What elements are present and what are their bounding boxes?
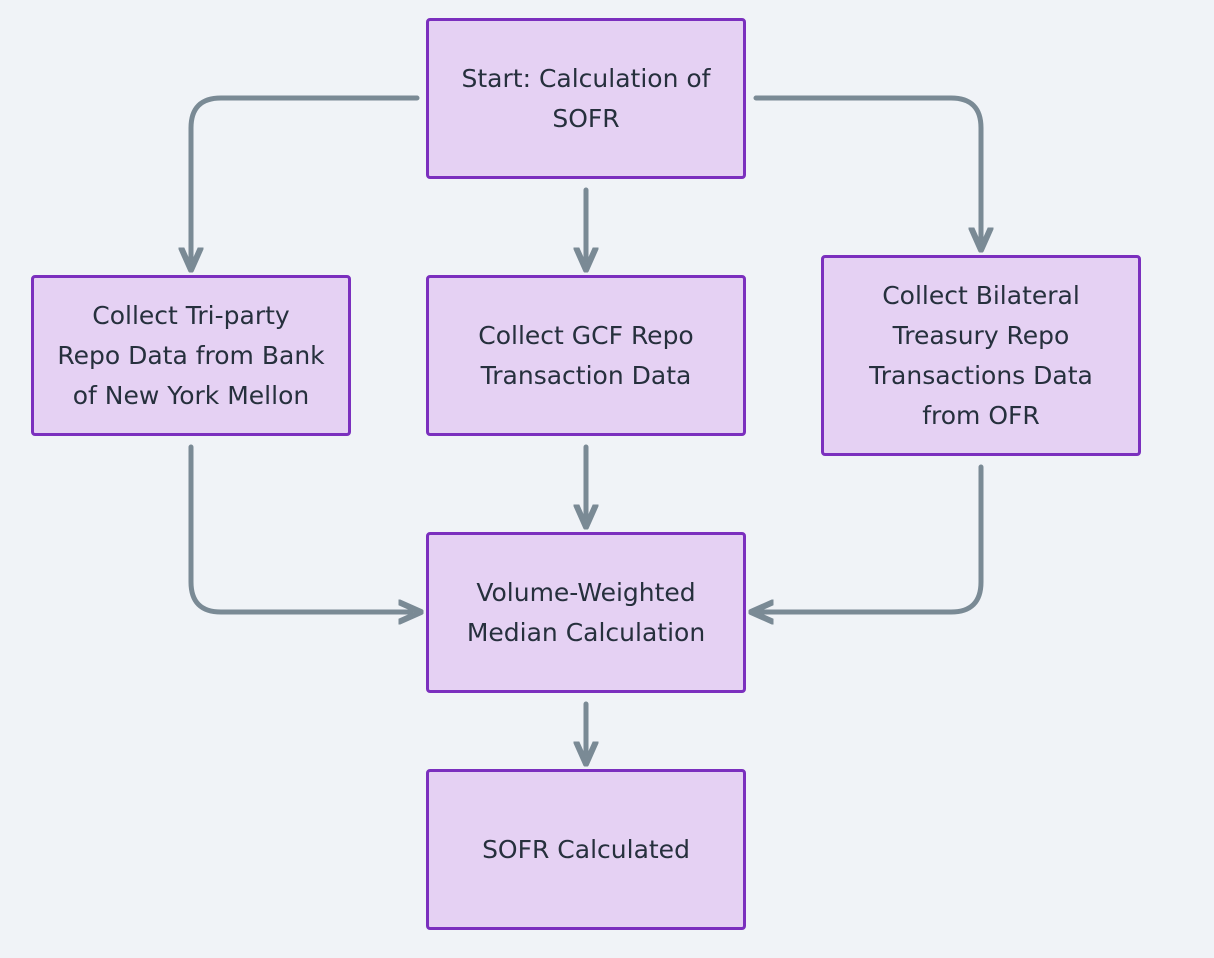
edge-tri-to-vwm xyxy=(188,444,411,612)
node-label: Collect Tri-party Repo Data from Bank of… xyxy=(57,300,325,410)
node-label: Collect Bilateral Treasury Repo Transact… xyxy=(869,280,1093,430)
node-volume-weighted-median: Volume-Weighted Median Calculation xyxy=(426,532,746,693)
node-label: Start: Calculation of SOFR xyxy=(461,63,711,133)
node-label: Volume-Weighted Median Calculation xyxy=(466,577,706,647)
node-collect-tri-party: Collect Tri-party Repo Data from Bank of… xyxy=(31,275,351,436)
node-sofr-calculated: SOFR Calculated xyxy=(426,769,746,930)
node-label: Collect GCF Repo Transaction Data xyxy=(478,320,694,390)
edge-start-to-tri xyxy=(191,95,420,260)
edge-bil-to-vwm xyxy=(761,464,984,612)
node-label: SOFR Calculated xyxy=(482,834,690,864)
node-collect-gcf: Collect GCF Repo Transaction Data xyxy=(426,275,746,436)
node-start-calculation: Start: Calculation of SOFR xyxy=(426,18,746,179)
edge-start-to-bil xyxy=(753,95,981,240)
node-collect-bilateral: Collect Bilateral Treasury Repo Transact… xyxy=(821,255,1141,456)
